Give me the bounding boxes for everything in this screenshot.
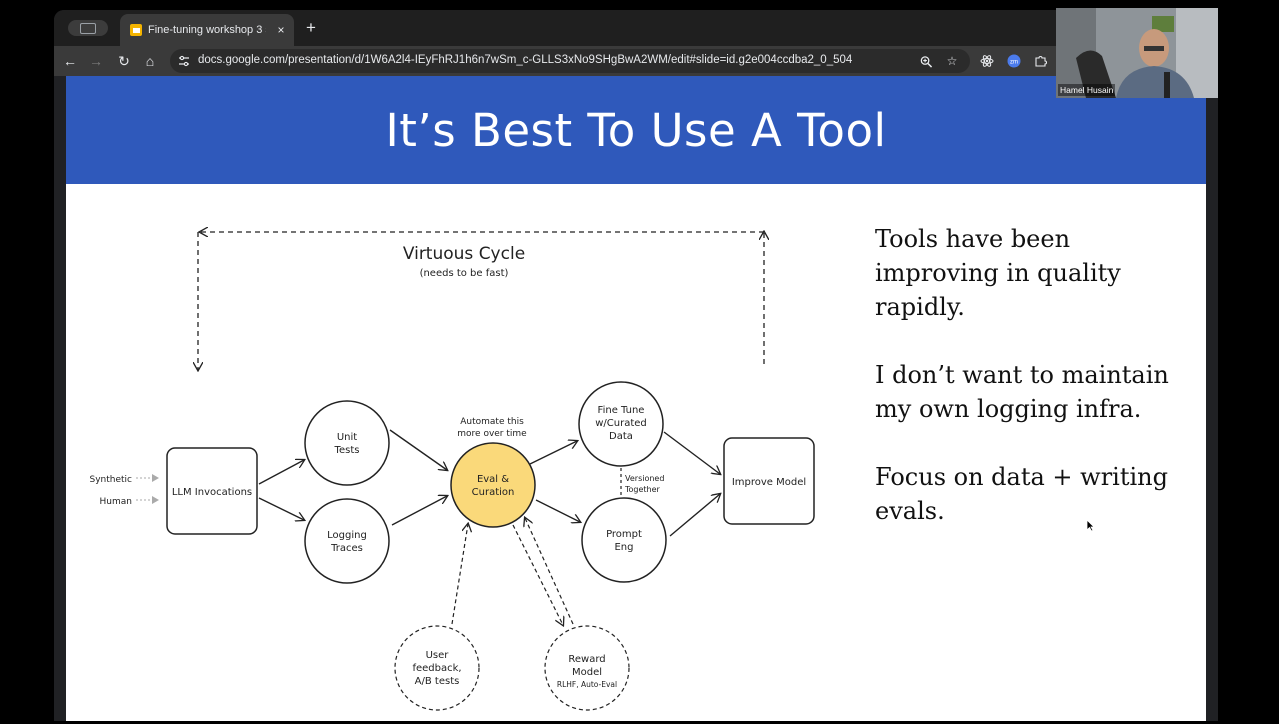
virtuous-cycle-diagram: Virtuous Cycle (needs to be fast) Synthe… (90, 184, 815, 711)
arrow-prompt-to-improve (669, 494, 720, 537)
slide-header-bar: It’s Best To Use A Tool (66, 76, 1206, 184)
user-feedback-node (394, 625, 480, 711)
tab-close-icon[interactable]: × (277, 23, 285, 37)
mouse-cursor-icon (1087, 520, 1095, 532)
arrow-logging-to-eval (391, 496, 447, 526)
tab-list-icon (80, 22, 96, 34)
browser-toolbar: ← → ↻ ⌂ docs.google.com/presentation/d/1… (54, 46, 1218, 76)
fine-tune-label-3: Data (609, 431, 633, 442)
participant-name: Hamel Husain (1058, 84, 1116, 96)
unit-tests-label-1: Unit (337, 432, 357, 443)
input-human: Human (100, 497, 132, 507)
back-button[interactable]: ← (63, 53, 77, 69)
unit-tests-node (304, 400, 390, 486)
prompt-eng-label-2: Eng (614, 542, 633, 553)
new-tab-button[interactable]: + (306, 18, 316, 37)
eval-curation-label-2: Curation (472, 487, 515, 498)
reward-model-node (544, 625, 630, 711)
llm-invocations-node (166, 447, 258, 535)
bookmark-star-icon[interactable]: ☆ (946, 54, 958, 68)
user-feedback-label-1: User (426, 650, 450, 661)
bullet-focus-data: Focus on data + writing evals. (875, 463, 1168, 525)
logging-traces-node (304, 498, 390, 584)
webcam-overlay: Hamel Husain (1056, 8, 1218, 98)
arrow-eval-to-prompt (535, 499, 580, 522)
zoom-ext-label: zm (1010, 59, 1018, 65)
presenter-video (1056, 8, 1218, 98)
arrow-finetune-to-improve (663, 431, 720, 474)
zoom-extension-icon[interactable]: zm (1007, 54, 1021, 68)
eval-curation-label-1: Eval & (477, 474, 509, 485)
versioned-note-2: Together (624, 485, 661, 494)
llm-invocations-label: LLM Invocations (172, 487, 252, 498)
puzzle-extensions-icon[interactable] (1034, 54, 1048, 68)
tab-strip: Fine-tuning workshop 3 slide × + (54, 10, 1218, 46)
logging-traces-label-2: Traces (330, 543, 363, 554)
react-extension-icon[interactable] (980, 54, 994, 68)
url-text: docs.google.com/presentation/d/1W6A2l4-I… (198, 54, 853, 66)
arrow-llm-to-unit (258, 460, 304, 485)
synthetic-arrow-head (152, 474, 159, 482)
prompt-eng-label-1: Prompt (606, 529, 642, 540)
fine-tune-label-2: w/Curated (595, 418, 647, 429)
tab-slides[interactable]: Fine-tuning workshop 3 slide × (120, 14, 294, 46)
forward-button[interactable]: → (89, 53, 103, 69)
home-button[interactable]: ⌂ (145, 53, 155, 69)
zoom-icon[interactable] (918, 55, 934, 68)
arrow-reward-to-eval (525, 518, 574, 625)
site-info-icon[interactable] (178, 55, 190, 67)
versioned-note-1: Versioned (625, 474, 664, 483)
fine-tune-label-1: Fine Tune (598, 405, 645, 416)
improve-model-label: Improve Model (732, 477, 806, 488)
arrow-eval-to-reward (512, 524, 563, 625)
tab-search-button[interactable] (68, 20, 108, 36)
logging-traces-label-1: Logging (327, 530, 367, 541)
reward-model-label-2: Model (572, 667, 602, 678)
reward-model-label-3: RLHF, Auto-Eval (557, 680, 617, 689)
address-bar[interactable]: docs.google.com/presentation/d/1W6A2l4-I… (170, 49, 970, 73)
fine-tune-node (578, 381, 664, 467)
bullet-logging-infra: I don’t want to maintain my own logging … (875, 361, 1169, 423)
slide-title: It’s Best To Use A Tool (385, 103, 887, 157)
tab-title: Fine-tuning workshop 3 slide (148, 24, 266, 36)
bullet-tools-improving: Tools have been improving in quality rap… (875, 225, 1121, 321)
slides-favicon-icon (130, 24, 142, 36)
reload-button[interactable]: ↻ (118, 53, 130, 69)
arrow-unit-to-eval (389, 429, 447, 470)
human-arrow-head (152, 496, 159, 504)
input-synthetic: Synthetic (90, 475, 133, 485)
slide-bullets: Tools have been improving in quality rap… (875, 222, 1185, 562)
slides-editor-canvas: It’s Best To Use A Tool Virtuous Cycle (… (54, 76, 1218, 721)
prompt-eng-node (581, 497, 667, 583)
cycle-title: Virtuous Cycle (403, 244, 525, 264)
improve-model-node (723, 437, 815, 525)
browser-window: Fine-tuning workshop 3 slide × + ← → ↻ ⌂… (54, 10, 1218, 721)
automate-note-1: Automate this (460, 417, 524, 427)
user-feedback-label-3: A/B tests (415, 676, 460, 687)
unit-tests-label-2: Tests (334, 445, 360, 456)
arrow-llm-to-logging (258, 497, 304, 520)
user-feedback-label-2: feedback, (412, 663, 461, 674)
automate-note-2: more over time (457, 429, 527, 439)
eval-curation-node (450, 442, 536, 528)
cycle-subtitle: (needs to be fast) (420, 268, 509, 279)
arrow-feedback-to-eval (451, 524, 468, 625)
slide: It’s Best To Use A Tool Virtuous Cycle (… (66, 76, 1206, 721)
arrow-eval-to-finetune (529, 441, 577, 465)
reward-model-label-1: Reward (568, 654, 605, 665)
